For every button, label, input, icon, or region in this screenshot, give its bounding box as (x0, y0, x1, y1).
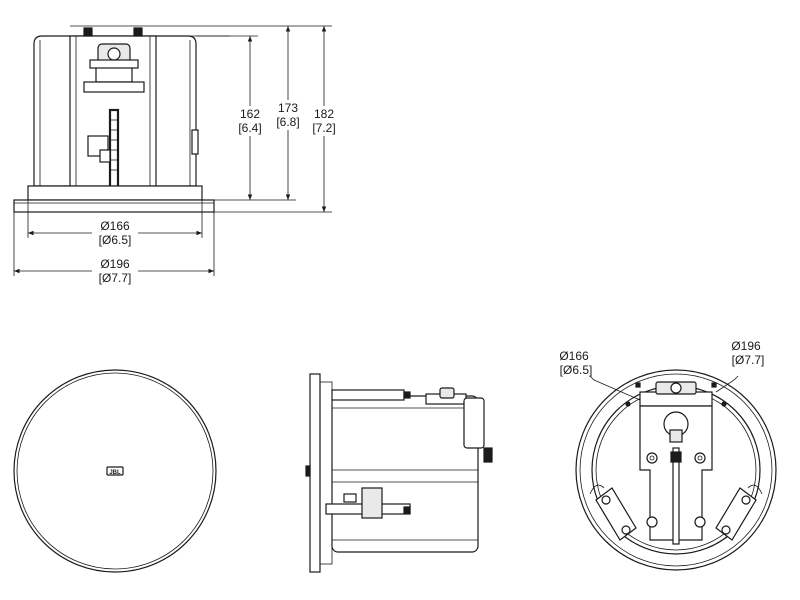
rear-view: Ø166 [Ø6.5] Ø196 [Ø7.7] (559, 339, 777, 571)
dim-rear-196-inch: [Ø7.7] (732, 353, 765, 367)
dim-196-inch: [Ø7.7] (99, 271, 132, 285)
dim-173-inch: [6.8] (276, 115, 299, 129)
front-grille-view: JBL (13, 369, 217, 573)
dim-166-inch: [Ø6.5] (99, 233, 132, 247)
dim-173-mm: 173 (278, 101, 298, 115)
dim-162-mm: 162 (240, 107, 260, 121)
dim-162-inch: [6.4] (238, 121, 261, 135)
side-view (305, 373, 493, 573)
height-dimensions: 162 [6.4] 173 [6.8] 182 [7.2] (70, 25, 338, 213)
dim-196-mm: Ø196 (100, 257, 130, 271)
dim-166-mm: Ø166 (100, 219, 130, 233)
dim-rear-196-mm: Ø196 (731, 339, 761, 353)
left-dog (589, 484, 637, 541)
grille-logo: JBL (109, 470, 121, 476)
dim-182-mm: 182 (314, 107, 334, 121)
width-dimensions: Ø166 [Ø6.5] Ø196 [Ø7.7] (13, 200, 215, 286)
elevation-view (13, 27, 230, 213)
dim-rear-166-inch: [Ø6.5] (560, 363, 593, 377)
right-dog (715, 484, 763, 541)
dim-182-inch: [7.2] (312, 121, 335, 135)
dim-rear-166-mm: Ø166 (559, 349, 589, 363)
